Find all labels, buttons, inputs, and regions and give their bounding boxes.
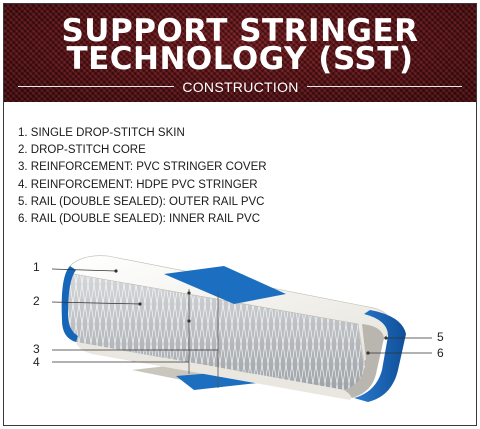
subtitle-row: CONSTRUCTION (4, 78, 476, 96)
legend-item-1: 1. SINGLE DROP-STITCH SKIN (18, 127, 185, 139)
legend-item-4: 4. REINFORCEMENT: HDPE PVC STRINGER (18, 178, 258, 191)
leader-2 (51, 301, 141, 305)
title-line-2: TECHNOLOGY (SST) (66, 41, 414, 77)
callout-5: 5 (437, 330, 444, 344)
legend-item-2: 2. DROP-STITCH CORE (18, 144, 146, 157)
leader-dot-6 (366, 351, 370, 355)
callout-6: 6 (437, 346, 444, 360)
component-legend: 1. SINGLE DROP-STITCH SKIN 2. DROP-STITC… (18, 125, 267, 228)
callout-1: 1 (33, 260, 40, 274)
subtitle-rule-right (307, 86, 462, 87)
subtitle-rule-left (18, 86, 174, 87)
legend-item-3: 3. REINFORCEMENT: PVC STRINGER COVER (18, 161, 267, 174)
callout-4: 4 (33, 355, 40, 369)
outer-rail (354, 310, 406, 402)
leader-1 (51, 268, 117, 272)
legend-item-6: 6. RAIL (DOUBLE SEALED): INNER RAIL PVC (18, 213, 260, 226)
board-cross-section (51, 255, 432, 402)
bottom-skin (76, 342, 352, 400)
callout-2: 2 (33, 294, 40, 308)
top-stringer-cover (164, 266, 286, 304)
legend-item-5: 5. RAIL (DOUBLE SEALED): OUTER RAIL PVC (18, 195, 265, 208)
left-rail (61, 266, 78, 342)
header-banner: SUPPORT STRINGER TECHNOLOGY (SST) CONSTR… (4, 4, 476, 102)
subtitle: CONSTRUCTION (182, 79, 299, 95)
title-line-1: SUPPORT STRINGER (61, 13, 419, 49)
callout-3: 3 (33, 342, 40, 356)
leader-dot-4 (187, 319, 191, 323)
leader-dot-1 (114, 269, 118, 273)
inner-rail (344, 324, 384, 398)
leader-dot-2 (138, 302, 142, 306)
infographic-frame: SUPPORT STRINGER TECHNOLOGY (SST) CONSTR… (3, 3, 477, 426)
leader-dot-3 (187, 291, 191, 295)
drop-stitch-threads (62, 272, 366, 390)
leader-dot-5 (384, 336, 388, 340)
